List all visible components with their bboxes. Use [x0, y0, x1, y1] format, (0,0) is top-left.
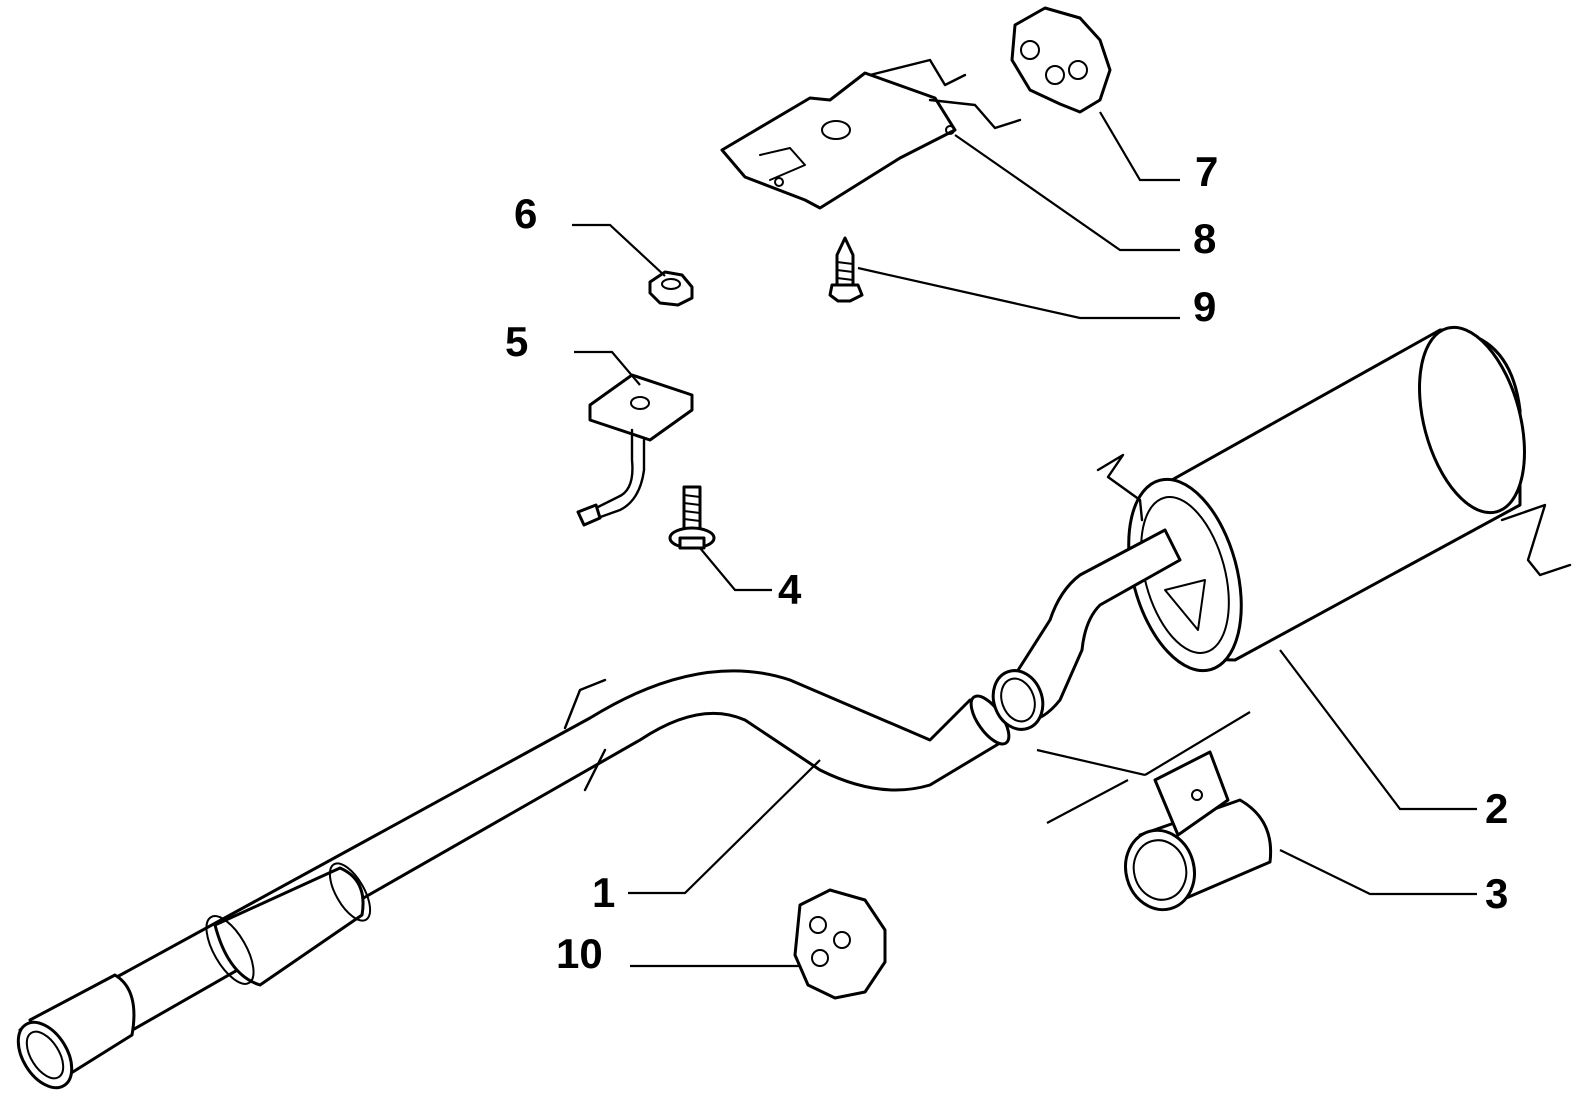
leader-8 [954, 134, 1180, 252]
pipe-clamp [1124, 750, 1273, 912]
rear-silencer [991, 325, 1572, 731]
callout-2: 2 [1485, 785, 1508, 832]
callout-7: 7 [1195, 148, 1218, 195]
leader-2 [1279, 649, 1477, 811]
leader-6 [572, 223, 666, 277]
leader-3 [1279, 849, 1477, 896]
leader-5 [574, 350, 641, 386]
bracket-5 [576, 373, 694, 527]
nut-6 [648, 270, 694, 307]
callout-3: 3 [1485, 870, 1508, 917]
callout-6: 6 [514, 190, 537, 237]
front-exhaust-pipe [16, 669, 1011, 1090]
leader-1 [628, 759, 821, 895]
bolt-4 [668, 485, 716, 550]
callout-1: 1 [592, 869, 615, 916]
callout-5: 5 [505, 318, 528, 365]
leader-4 [699, 547, 772, 592]
support-plate-8 [720, 58, 1022, 210]
assembly-guide-lines [1036, 711, 1251, 824]
leader-9 [857, 266, 1180, 320]
rubber-mount-10 [793, 888, 887, 1000]
rubber-mount-7 [1010, 6, 1112, 114]
callout-9: 9 [1193, 283, 1216, 330]
callout-8: 8 [1193, 215, 1216, 262]
leader-7 [1099, 111, 1180, 182]
callout-4: 4 [778, 566, 802, 613]
screw-9 [828, 236, 864, 303]
leader-lines [572, 111, 1477, 968]
callout-10: 10 [556, 930, 603, 977]
callout-labels: 1 2 3 4 5 6 7 8 9 10 [505, 148, 1508, 977]
